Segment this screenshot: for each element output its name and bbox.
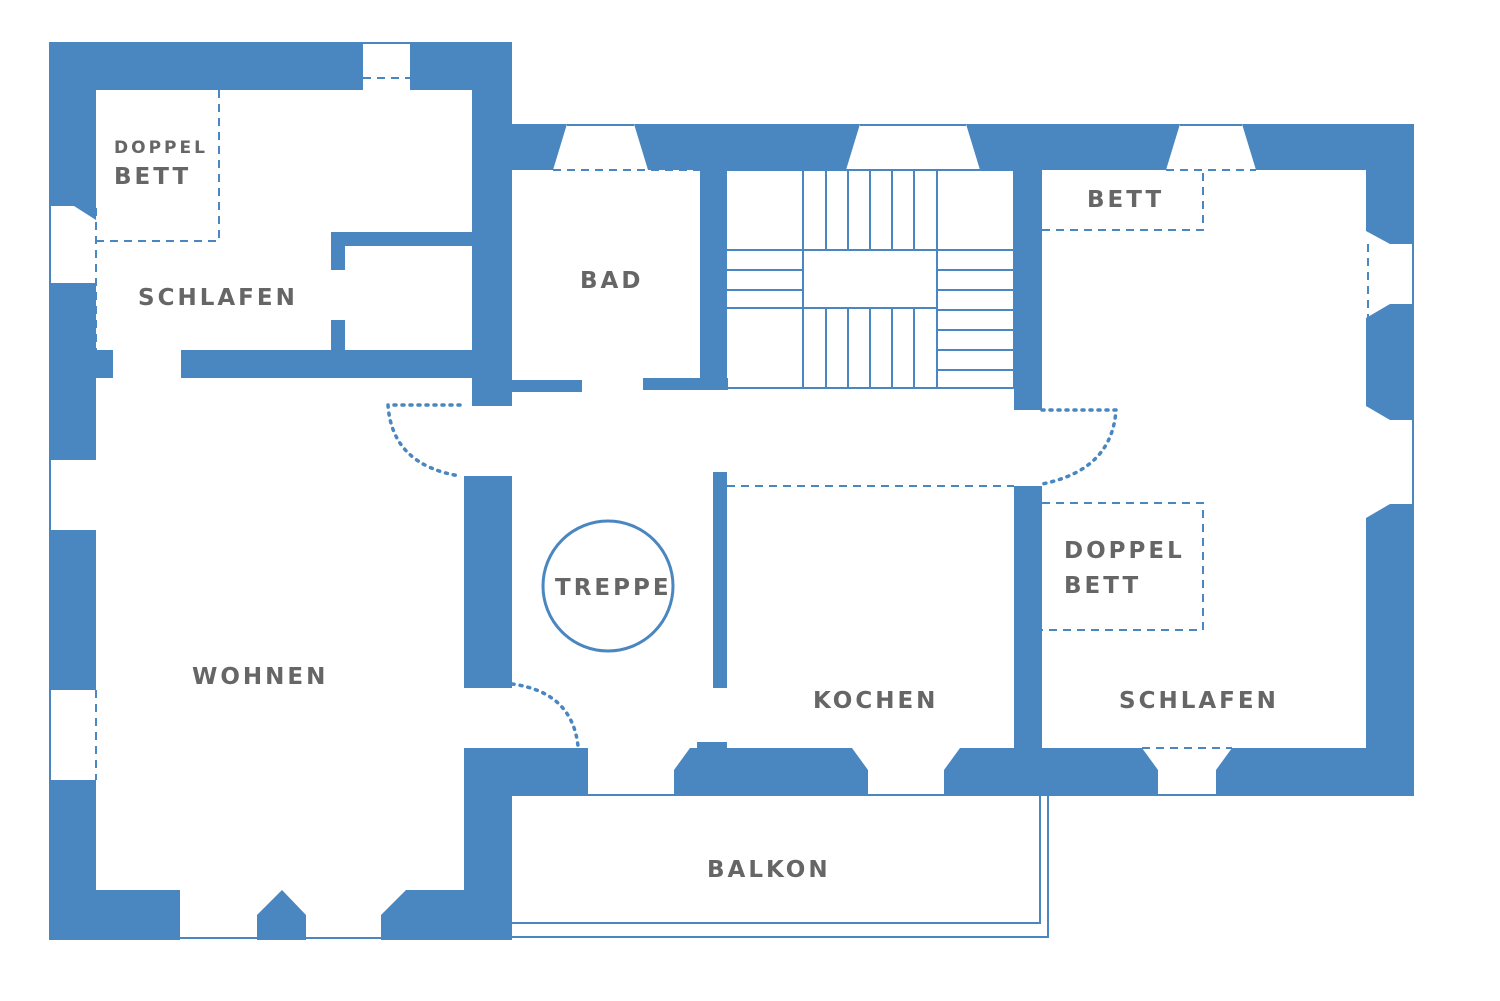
interior-walls [49,170,1042,750]
dashed-outlines [95,77,1369,780]
label-wohnen: WOHNEN [192,664,328,690]
balcony [512,796,1049,938]
label-balkon: BALKON [707,857,831,883]
label-bad: BAD [580,268,643,294]
room-labels: DOPPEL BETT SCHLAFEN BAD BETT WOHNEN TRE… [114,138,1279,883]
label-doppel-left: DOPPEL [114,138,208,158]
window-frames [49,42,1414,939]
treppe-marker [541,519,675,653]
label-schlafen-right: SCHLAFEN [1119,688,1279,714]
label-bett-right-lower: BETT [1064,573,1141,599]
outer-walls [49,42,1414,940]
label-doppel-right: DOPPEL [1064,538,1185,564]
label-bett-right: BETT [1087,187,1164,213]
staircase [725,169,1015,389]
label-schlafen-left: SCHLAFEN [138,285,298,311]
label-treppe: TREPPE [555,575,672,601]
label-kochen: KOCHEN [813,688,938,714]
label-bett-left: BETT [114,164,191,190]
door-swings [386,403,1118,748]
